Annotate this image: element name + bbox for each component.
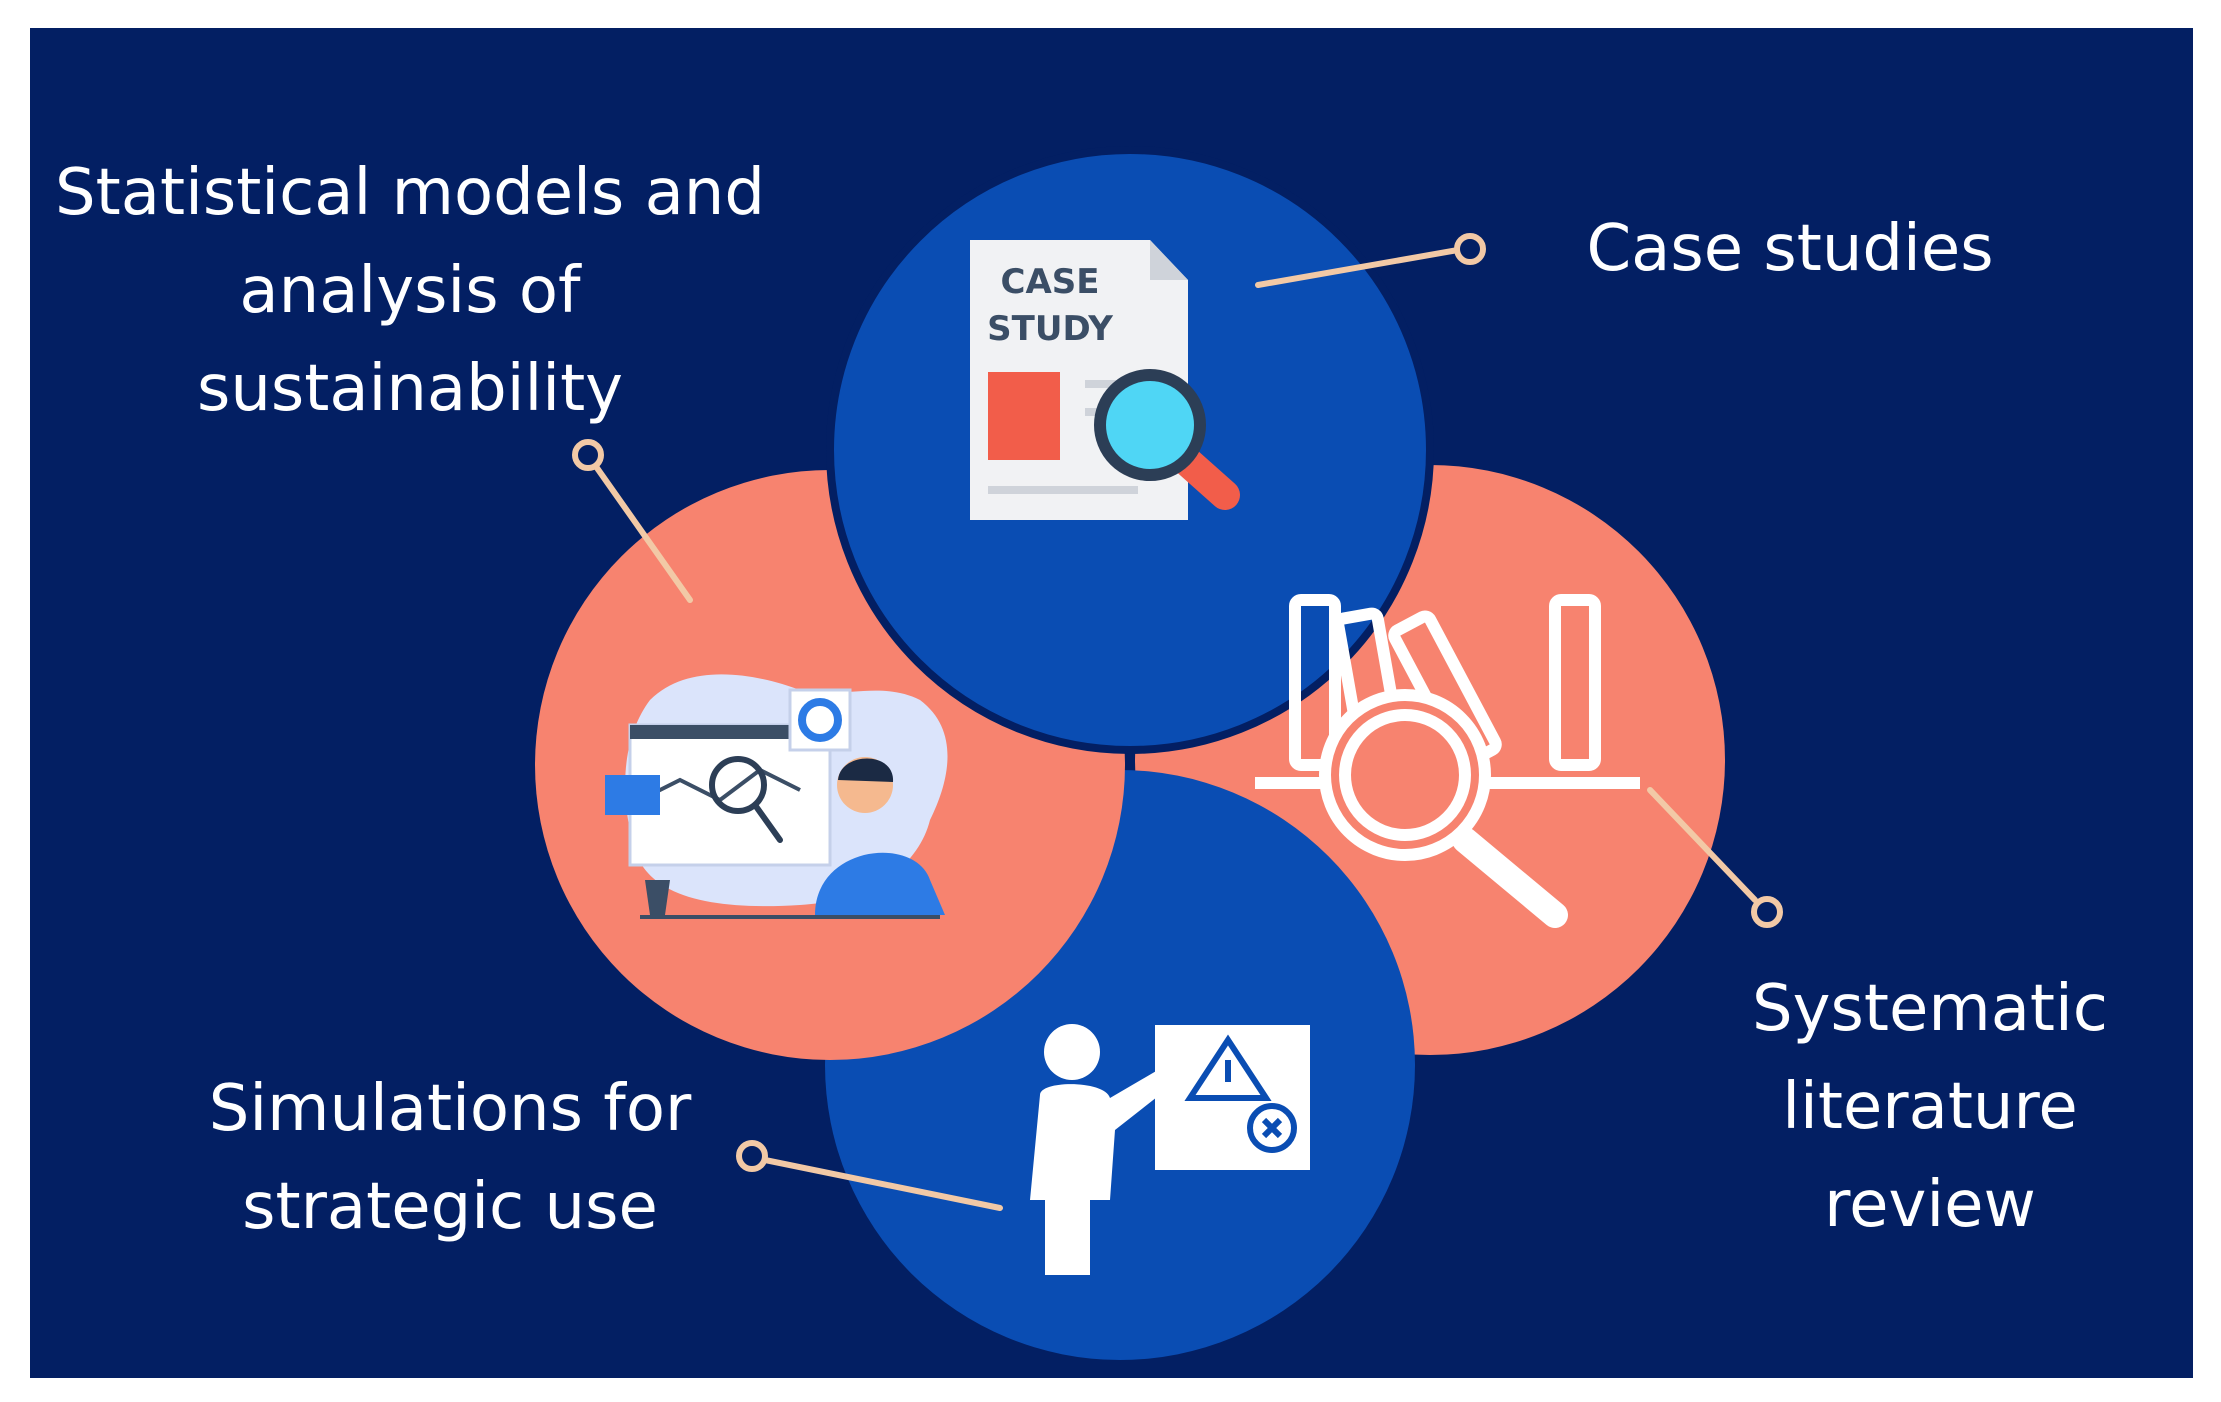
label-case-studies: Case studies: [1530, 200, 2050, 298]
label-systematic-line-1: Systematic: [1752, 972, 2108, 1046]
label-systematic-line-2: literature: [1782, 1070, 2078, 1144]
label-systematic-line-3: review: [1824, 1168, 2036, 1242]
label-case-line-1: Case studies: [1586, 212, 1994, 286]
label-statistical-line-1: Statistical models and: [55, 156, 765, 230]
label-simulations: Simulations for strategic use: [150, 1060, 750, 1256]
case-study-icon-text-case: CASE: [1001, 262, 1100, 302]
connector-statistical: [572, 439, 693, 603]
books-magnifier-icon: [1255, 594, 1640, 928]
label-statistical-models: Statistical models and analysis of susta…: [20, 144, 800, 438]
label-statistical-line-2: analysis of: [239, 254, 581, 328]
label-statistical-line-3: sustainability: [196, 352, 624, 426]
presenter-warning-board-icon: [1030, 1024, 1310, 1275]
connector-case: [1255, 233, 1486, 288]
label-systematic-review: Systematic literature review: [1700, 960, 2160, 1254]
data-analysis-icon: [605, 674, 948, 919]
label-simulations-line-1: Simulations for: [208, 1072, 692, 1146]
connector-systematic: [1647, 787, 1783, 928]
case-study-document-icon: CASE STUDY: [970, 240, 1240, 520]
label-simulations-line-2: strategic use: [242, 1170, 658, 1244]
connector-simulations: [736, 1140, 1003, 1211]
case-study-icon-text-study: STUDY: [987, 309, 1113, 349]
